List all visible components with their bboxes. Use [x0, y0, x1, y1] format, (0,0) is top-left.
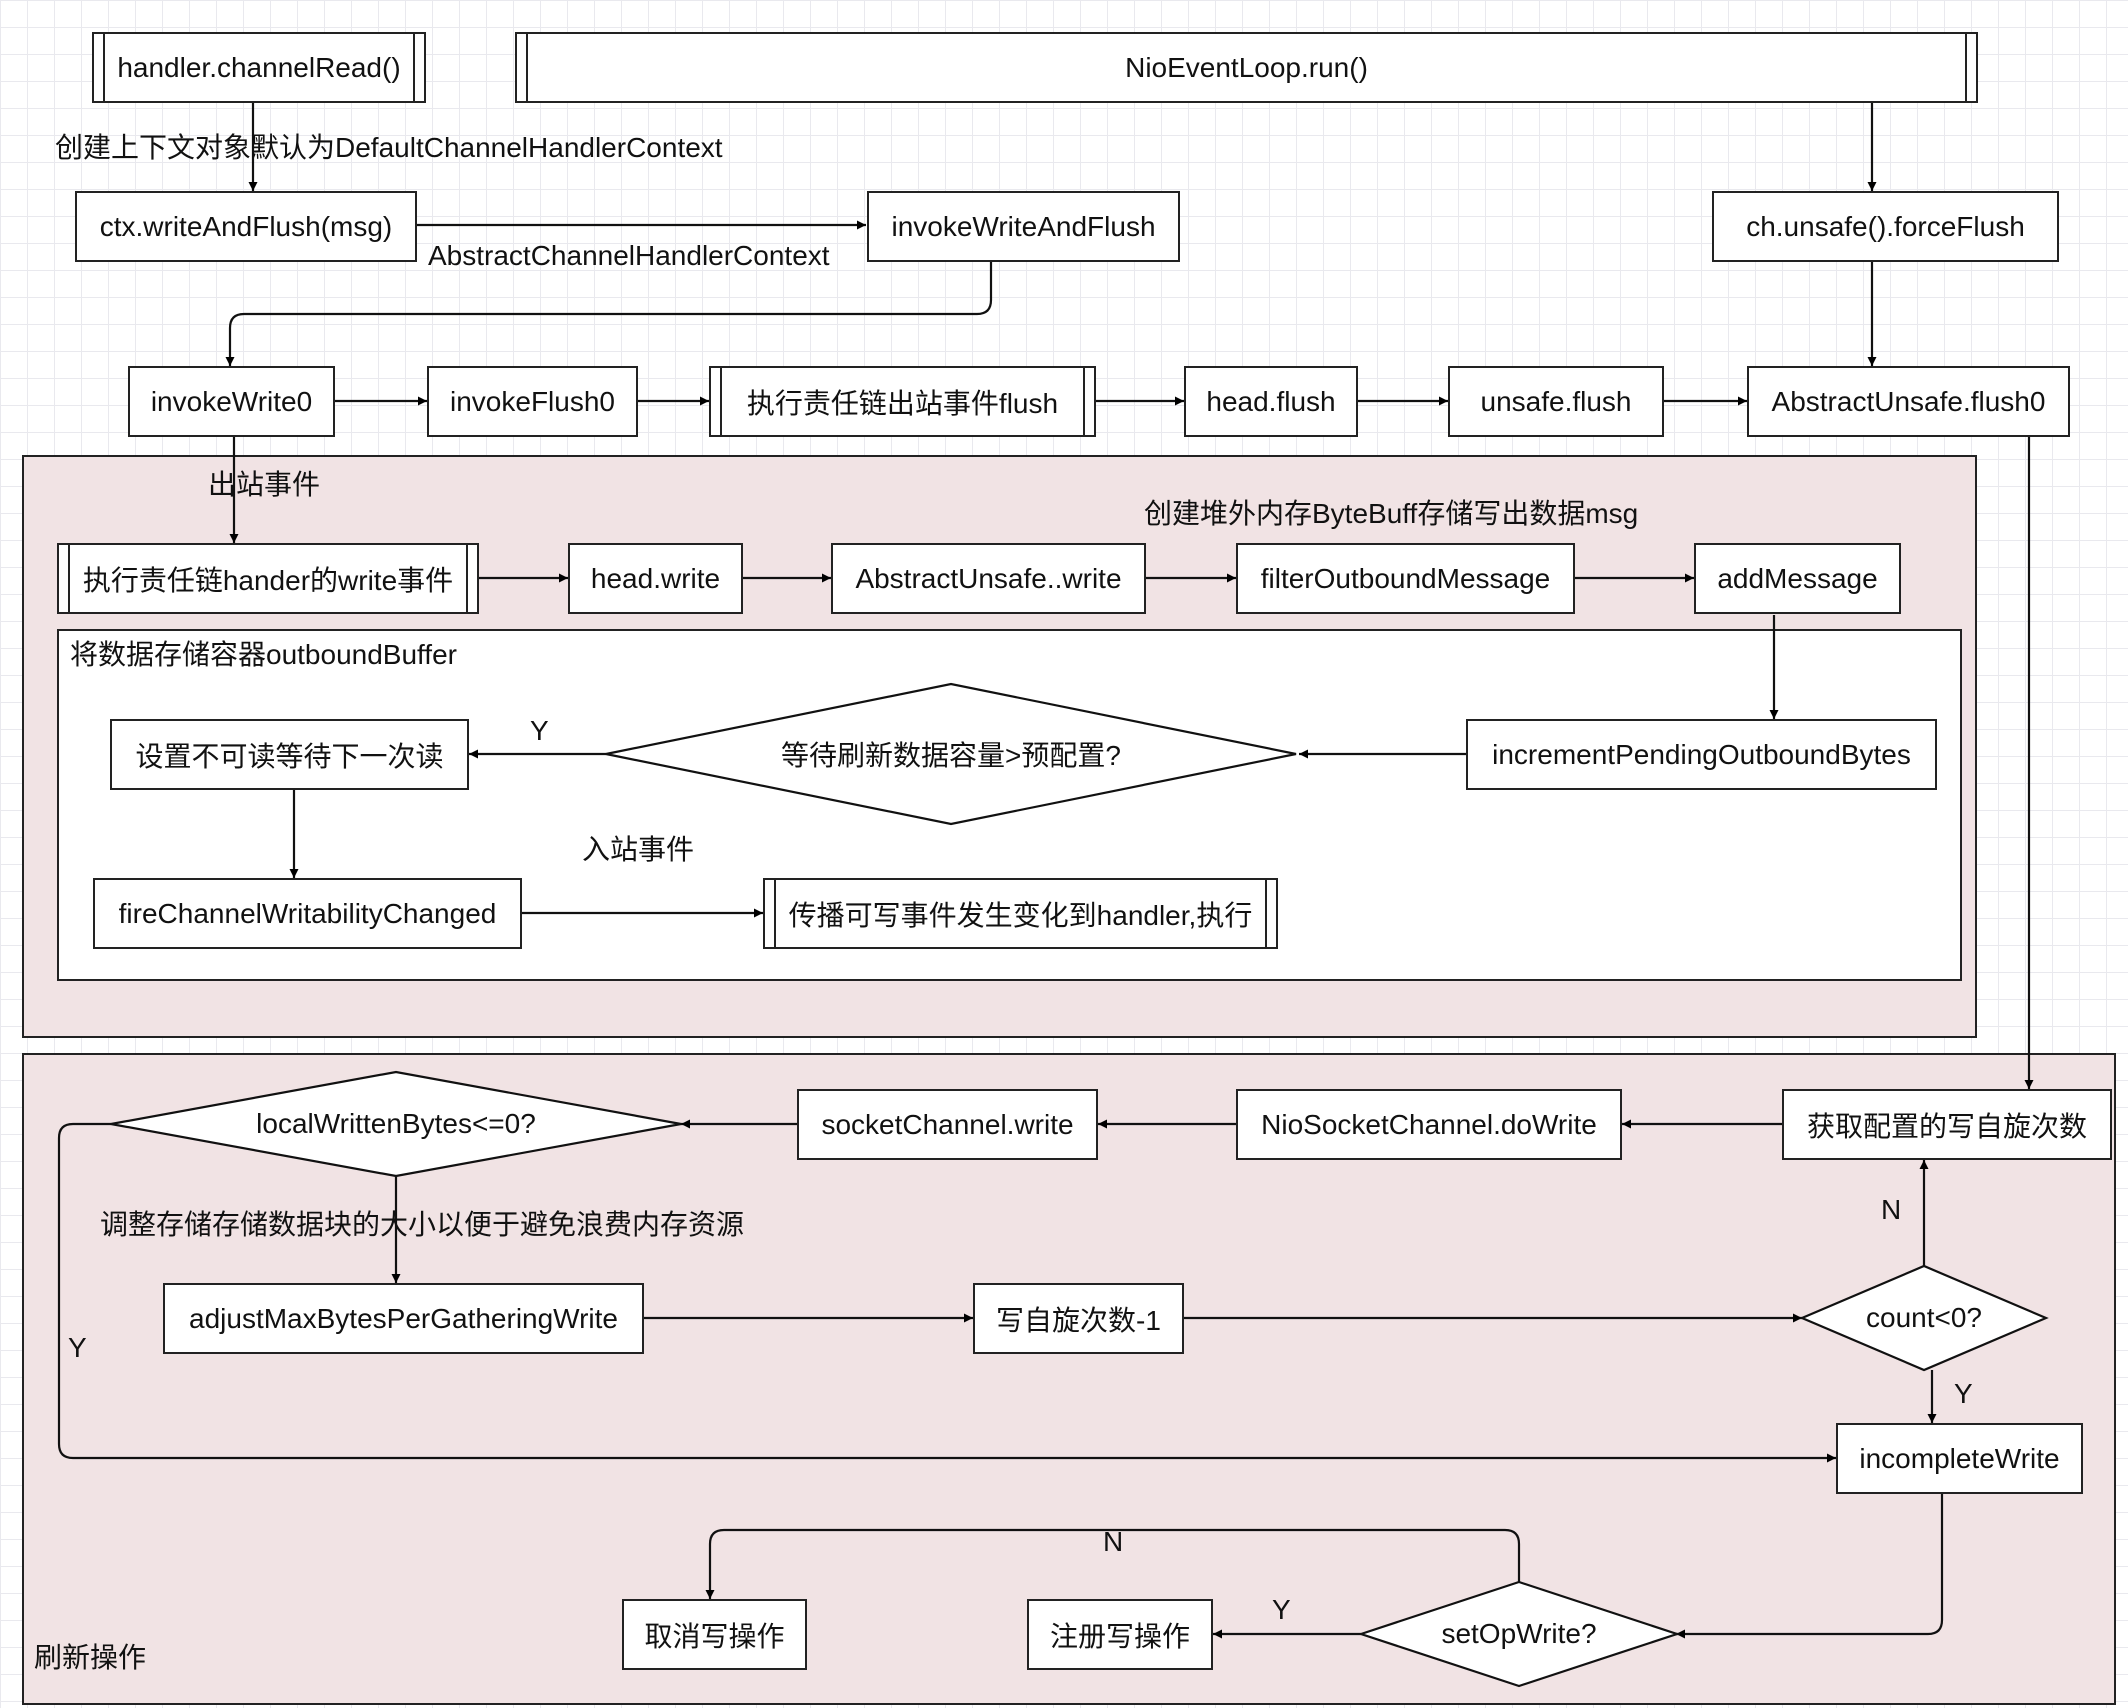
spin-count-node: 获取配置的写自旋次数 [1782, 1089, 2112, 1160]
setop-yes-label: Y [1272, 1594, 1291, 1625]
set-op-write-diamond [1357, 1580, 1681, 1688]
fire-writability-node: fireChannelWritabilityChanged [93, 878, 522, 949]
register-write-node: 注册写操作 [1027, 1599, 1213, 1670]
nio-do-write-node: NioSocketChannel.doWrite [1236, 1089, 1622, 1160]
propagate-writable-node: 传播可写事件发生变化到handler,执行 [763, 878, 1278, 949]
invoke-write-and-flush-node: invokeWriteAndFlush [867, 191, 1180, 262]
count-check-diamond [1799, 1264, 2049, 1372]
local-written-label: localWrittenBytes<=0? [256, 1108, 536, 1139]
set-op-write-label: setOpWrite? [1441, 1618, 1597, 1649]
edge-localwritten-incomplete [57, 1122, 1836, 1463]
chain-flush-node: 执行责任链出站事件flush [709, 366, 1096, 437]
ctx-write-and-flush-node: ctx.writeAndFlush(msg) [75, 191, 417, 262]
invoke-flush0-node: invokeFlush0 [427, 366, 638, 437]
inbound-event-label: 入站事件 [582, 834, 695, 865]
force-flush-node: ch.unsafe().forceFlush [1712, 191, 2059, 262]
add-message-node: addMessage [1694, 543, 1901, 614]
channel-read-node: handler.channelRead() [92, 32, 426, 103]
outbound-event-label: 出站事件 [208, 469, 321, 500]
abstract-unsafe-write-node: AbstractUnsafe..write [831, 543, 1146, 614]
count-no-label: N [1881, 1194, 1902, 1225]
adjust-note-label: 调整存储存储数据块的大小以便于避免浪费内存资源 [100, 1209, 745, 1240]
incomplete-write-node: incompleteWrite [1836, 1423, 2083, 1494]
filter-outbound-node: filterOutboundMessage [1236, 543, 1575, 614]
local-written-diamond [110, 1070, 682, 1178]
adjust-max-bytes-node: adjustMaxBytesPerGatheringWrite [163, 1283, 644, 1354]
edge-setopwrite-cancel [705, 1528, 1521, 1599]
count-check-label: count<0? [1866, 1302, 1982, 1333]
local-written-yes-label: Y [68, 1332, 87, 1363]
flush-operation-label: 刷新操作 [34, 1642, 147, 1673]
create-buffer-label: 创建堆外内存ByteBuff存储写出数据msg [1144, 498, 1639, 529]
edge-invokewriteandflush-invokewrite0 [225, 262, 993, 366]
set-unreadable-node: 设置不可读等待下一次读 [110, 719, 469, 790]
spin-count-minus-node: 写自旋次数-1 [973, 1283, 1184, 1354]
socket-channel-write-node: socketChannel.write [797, 1089, 1098, 1160]
abstract-unsafe-flush0-node: AbstractUnsafe.flush0 [1747, 366, 2070, 437]
invoke-write0-node: invokeWrite0 [128, 366, 335, 437]
wait-yes-label: Y [530, 715, 549, 746]
outbound-buffer-label: 将数据存储容器outboundBuffer [70, 639, 457, 670]
chain-write-node: 执行责任链hander的write事件 [57, 543, 479, 614]
setop-no-label: N [1103, 1526, 1124, 1557]
edge-incomplete-setopwrite [1676, 1494, 1944, 1639]
count-yes-label: Y [1954, 1378, 1973, 1409]
wait-capacity-label: 等待刷新数据容量>预配置? [781, 740, 1121, 771]
cancel-write-node: 取消写操作 [622, 1599, 807, 1670]
abstract-context-label: AbstractChannelHandlerContext [428, 240, 830, 271]
wait-capacity-diamond [605, 682, 1297, 826]
head-flush-node: head.flush [1184, 366, 1358, 437]
head-write-node: head.write [568, 543, 743, 614]
create-context-label: 创建上下文对象默认为DefaultChannelHandlerContext [55, 132, 723, 163]
event-loop-run-node: NioEventLoop.run() [515, 32, 1978, 103]
increment-pending-node: incrementPendingOutboundBytes [1466, 719, 1937, 790]
unsafe-flush-node: unsafe.flush [1448, 366, 1664, 437]
